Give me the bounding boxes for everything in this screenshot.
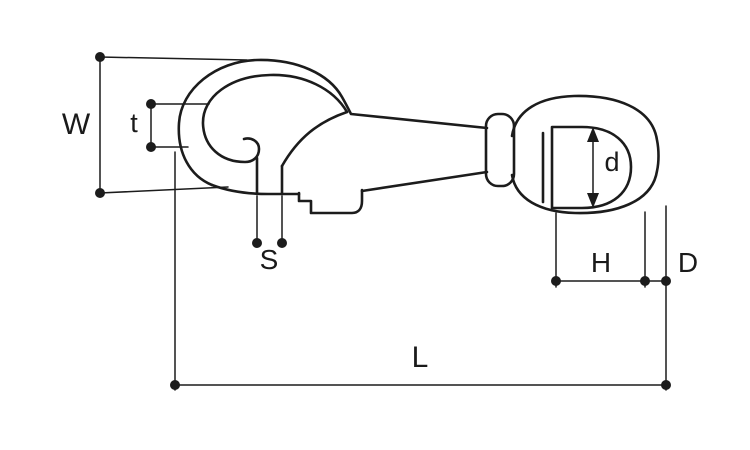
frame-inner-edge-path <box>280 110 349 168</box>
dim-dot <box>551 276 561 286</box>
dim-label-d-inner: d <box>604 147 619 177</box>
dim-leader-w-top <box>99 56 248 61</box>
dim-arrowhead-down <box>587 193 599 208</box>
hook-outer-path <box>177 58 489 187</box>
dim-label-d-outer: D <box>678 247 698 278</box>
dim-label-l: L <box>412 341 429 374</box>
dimension-labels: W t S d H D L <box>62 108 698 374</box>
dim-dot <box>146 142 156 152</box>
dim-label-w: W <box>62 108 91 141</box>
eye-outer-ring-path <box>510 94 660 215</box>
hook-inner-mouth-path <box>201 73 349 164</box>
dim-arrowhead-up <box>587 127 599 142</box>
dim-dot <box>252 238 262 248</box>
dim-dot <box>95 52 105 62</box>
dim-dot <box>170 380 180 390</box>
dim-dot <box>95 188 105 198</box>
hook-bottom-path <box>210 183 301 196</box>
dim-label-s: S <box>260 244 279 275</box>
swivel-collar <box>484 112 516 188</box>
dim-dot <box>146 99 156 109</box>
dim-label-t: t <box>130 108 138 138</box>
dim-leader-w-bottom <box>99 186 229 194</box>
snap-hook-outline <box>177 58 660 215</box>
dim-dot <box>640 276 650 286</box>
dim-label-h: H <box>591 247 611 278</box>
body-bottom-path <box>360 170 489 193</box>
dim-dot <box>661 380 671 390</box>
dimension-annotations <box>95 52 671 391</box>
dim-dot <box>277 238 287 248</box>
latch-tab-path <box>297 188 364 215</box>
